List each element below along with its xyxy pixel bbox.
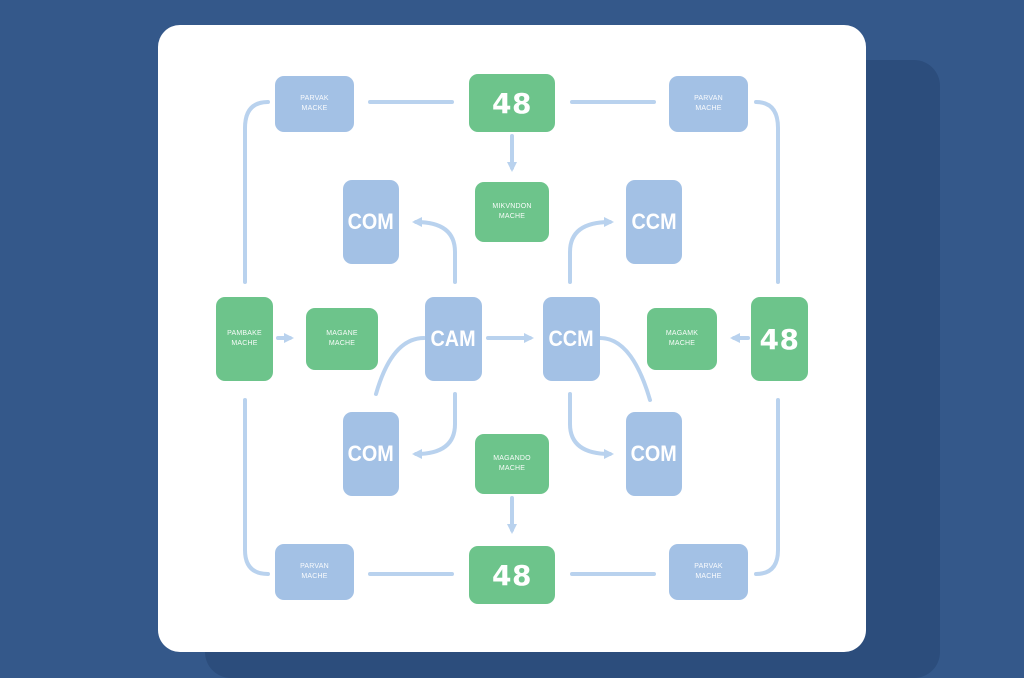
node-left-inner[interactable]: MAGANE MACHE [306, 308, 378, 370]
node-upper-left-com[interactable]: COM [343, 180, 399, 264]
node-bottom-48[interactable]: 48 [469, 546, 555, 604]
connector-left-lower [243, 398, 270, 576]
node-top-48[interactable]: 48 [469, 74, 555, 132]
arrow-cam-to-upper-com [412, 217, 457, 284]
node-top-right[interactable]: PARVAN MACHE [669, 76, 748, 132]
node-upper-mid[interactable]: MIKVNDON MACHE [475, 182, 549, 242]
connector-right-upper [754, 100, 780, 284]
node-center-ccm[interactable]: CCM [543, 297, 600, 381]
connector-right-lower [754, 398, 780, 576]
node-center-cam[interactable]: CAM [425, 297, 482, 381]
node-left-green[interactable]: PAMBAKE MACHE [216, 297, 273, 381]
node-bottom-right[interactable]: PARVAK MACHE [669, 544, 748, 600]
node-top-left[interactable]: PARVAK MACKE [275, 76, 354, 132]
node-lower-left-com[interactable]: COM [343, 412, 399, 496]
node-bottom-left[interactable]: PARVAN MACHE [275, 544, 354, 600]
arrow-ccm-to-upper-ccm [568, 217, 614, 284]
node-lower-right-com[interactable]: COM [626, 412, 682, 496]
arrow-cam-to-lower-com [412, 392, 457, 459]
node-right-48[interactable]: 48 [751, 297, 808, 381]
node-upper-right-ccm[interactable]: CCM [626, 180, 682, 264]
connector-cam-curve [374, 336, 426, 396]
connector-ccm-curve [598, 336, 652, 402]
connector-left-upper [243, 100, 270, 284]
node-lower-mid[interactable]: MAGANDO MACHE [475, 434, 549, 494]
node-right-inner[interactable]: MAGAMK MACHE [647, 308, 717, 370]
arrow-ccm-to-lower-com [568, 392, 614, 459]
